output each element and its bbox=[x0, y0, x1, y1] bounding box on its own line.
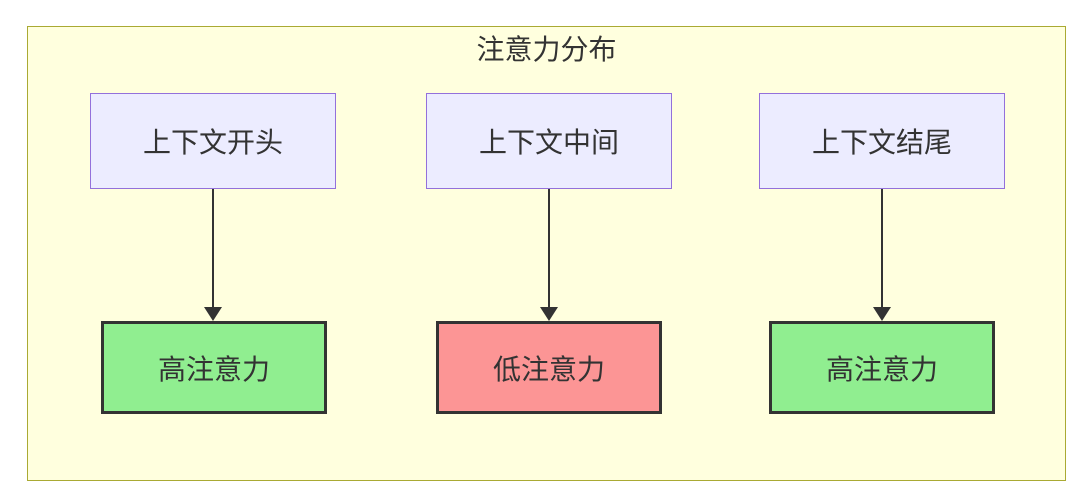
node-high-attention-2: 高注意力 bbox=[769, 321, 995, 414]
arrowhead-icon bbox=[204, 307, 222, 321]
node-context-end: 上下文结尾 bbox=[759, 93, 1005, 189]
arrowhead-icon bbox=[540, 307, 558, 321]
diagram-title: 注意力分布 bbox=[476, 34, 617, 65]
node-context-start: 上下文开头 bbox=[90, 93, 336, 189]
arrow-line bbox=[212, 189, 214, 308]
arrow-line bbox=[881, 189, 883, 308]
node-low-attention: 低注意力 bbox=[436, 321, 662, 414]
attention-distribution-canvas: 注意力分布 上下文开头 高注意力 上下文中间 低注意力 上下文结尾 高注意力 bbox=[27, 26, 1066, 481]
arrowhead-icon bbox=[873, 307, 891, 321]
node-context-middle: 上下文中间 bbox=[426, 93, 672, 189]
node-high-attention-1: 高注意力 bbox=[101, 321, 327, 414]
arrow-line bbox=[548, 189, 550, 308]
